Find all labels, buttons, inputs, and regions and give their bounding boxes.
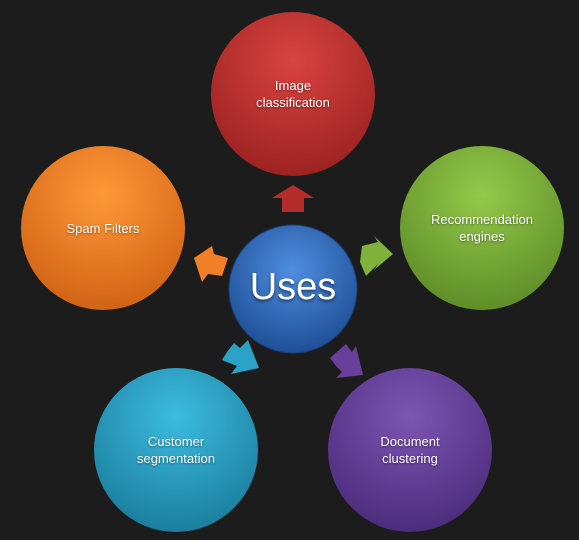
node-circle-recommendation-engines [400,146,564,310]
node-label-image-classification: Image classification [256,78,330,110]
node-circle-document-clustering [328,368,492,532]
node-circle-image-classification [211,12,375,176]
arrow-to-spam-filters [194,246,228,282]
node-circle-spam-filters [21,146,185,310]
center-label: Uses [249,265,337,308]
arrow-to-customer-segmentation [222,340,259,374]
node-label-spam-filters: Spam Filters [66,220,140,236]
center-circle [228,224,358,354]
node-label-customer-segmentation: Customer segmentation [136,434,216,466]
arrow-to-image-classification [272,185,314,212]
arrow-to-recommendation-engines [360,236,393,276]
arrow-to-document-clustering [330,344,363,378]
node-label-recommendation-engines: Recommendation engines [431,212,533,244]
node-circle-customer-segmentation [94,368,258,532]
node-label-document-clustering: Document clustering [380,434,440,466]
